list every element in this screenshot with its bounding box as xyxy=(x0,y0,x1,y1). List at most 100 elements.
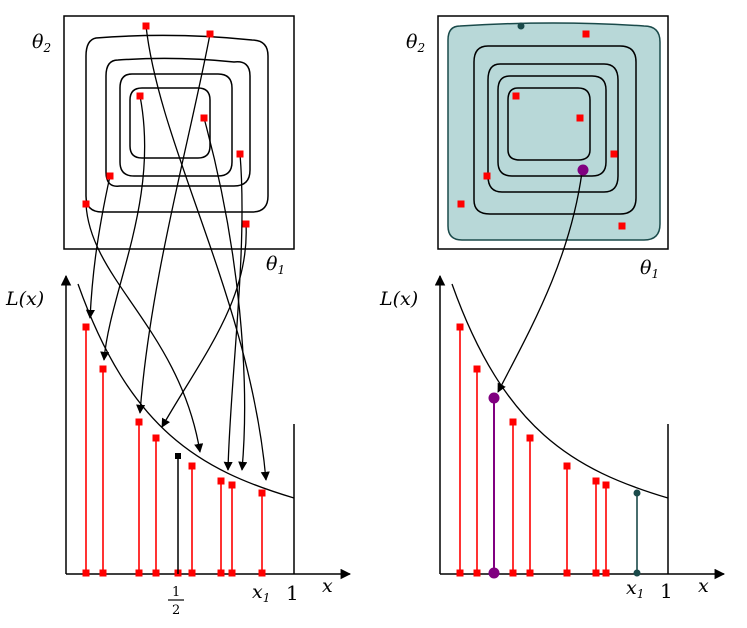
right-axes xyxy=(434,274,726,580)
right-curve-point-7 xyxy=(602,481,610,489)
left-L-axis-label: L(x) xyxy=(5,288,44,310)
left-base-point-4 xyxy=(152,569,160,577)
left-arrow-6 xyxy=(223,153,243,471)
left-sample-7 xyxy=(82,200,90,208)
right-base-point-3 xyxy=(509,569,517,577)
left-contour-4 xyxy=(129,87,211,159)
right-base-point-7 xyxy=(602,569,610,577)
left-curve-point-1 xyxy=(82,323,90,331)
right-x1-base-point xyxy=(633,569,641,577)
right-curve-point-6 xyxy=(592,477,600,485)
right-sample-5 xyxy=(483,172,491,180)
right-boundary-point xyxy=(517,22,525,30)
right-theta1-label: θ1 xyxy=(640,257,659,281)
right-sample-7 xyxy=(618,222,626,230)
left-sample-points xyxy=(82,22,250,228)
left-base-point-2 xyxy=(99,569,107,577)
left-one-label: 1 xyxy=(286,581,299,605)
right-theta2-label: θ2 xyxy=(406,31,425,55)
right-highlight-base-point xyxy=(488,567,500,579)
right-curve-point-3 xyxy=(509,418,517,426)
right-sample-1 xyxy=(582,30,590,38)
right-stems xyxy=(456,323,641,579)
right-L-axis-label: L(x) xyxy=(379,288,418,310)
right-mapping-arrow xyxy=(497,171,583,393)
left-x1-label: x1 xyxy=(252,581,270,605)
right-one-label: 1 xyxy=(660,579,673,603)
left-arrow-3 xyxy=(100,95,146,361)
left-curve-point-6 xyxy=(217,477,225,485)
right-sample-6 xyxy=(457,200,465,208)
right-panel: θ2 θ1 L(x) x x1 1 xyxy=(379,15,726,603)
left-curve-point-4 xyxy=(152,434,160,442)
right-contour-2 xyxy=(487,63,619,193)
right-curve-point-4 xyxy=(526,434,534,442)
left-arrow-8 xyxy=(161,223,247,428)
left-sample-2 xyxy=(206,30,214,38)
right-likelihood-contours xyxy=(473,45,637,215)
left-base-point-5 xyxy=(188,569,196,577)
left-stems xyxy=(82,323,266,577)
left-sample-3 xyxy=(136,92,144,100)
left-axes xyxy=(60,274,352,580)
right-x-axis-label: x xyxy=(698,575,709,597)
right-contour-3 xyxy=(497,75,607,177)
right-base-point-2 xyxy=(473,569,481,577)
left-base-point-7 xyxy=(228,569,236,577)
svg-text:2: 2 xyxy=(172,603,180,618)
left-curve-point-2 xyxy=(99,365,107,373)
right-curve-point-2 xyxy=(473,365,481,373)
right-highlight-curve-point xyxy=(488,392,500,404)
right-x1-curve-point xyxy=(633,489,641,497)
left-x-axis-label: x xyxy=(322,575,333,597)
left-curve-point-3 xyxy=(135,418,143,426)
left-curve-point-8 xyxy=(258,489,266,497)
right-contour-1 xyxy=(473,45,637,215)
left-arrow-2 xyxy=(136,33,211,414)
left-curve-point-7 xyxy=(228,481,236,489)
right-base-point-5 xyxy=(563,569,571,577)
right-base-point-4 xyxy=(526,569,534,577)
left-prior-box xyxy=(63,15,295,250)
left-curve-point-5 xyxy=(188,462,196,470)
left-arrow-7 xyxy=(85,203,204,453)
right-likelihood-curve xyxy=(451,283,669,499)
left-contour-2 xyxy=(105,57,251,187)
left-base-point-6 xyxy=(217,569,225,577)
right-x1-label: x1 xyxy=(626,577,644,601)
left-sample-8 xyxy=(242,220,250,228)
left-sample-5 xyxy=(106,172,114,180)
left-likelihood-curve xyxy=(77,283,295,499)
right-sample-points xyxy=(457,22,626,230)
left-base-point-3 xyxy=(135,569,143,577)
left-half-label: 1 2 xyxy=(168,585,184,618)
left-base-point-1 xyxy=(82,569,90,577)
left-arrow-5 xyxy=(85,175,111,319)
right-curve-point-1 xyxy=(456,323,464,331)
left-arrow-1 xyxy=(145,25,270,481)
left-sample-6 xyxy=(236,150,244,158)
right-sample-2 xyxy=(512,92,520,100)
right-prior-box xyxy=(437,15,669,250)
left-arrow-4 xyxy=(203,117,248,471)
right-base-point-6 xyxy=(592,569,600,577)
left-panel: θ2 θ1 L(x) x x1 1 1 2 xyxy=(5,15,352,618)
right-worst-point xyxy=(577,164,589,176)
right-contour-4 xyxy=(507,87,591,161)
left-contour-1 xyxy=(85,34,269,213)
svg-text:1: 1 xyxy=(172,585,180,600)
left-theta2-label: θ2 xyxy=(32,31,51,55)
right-sample-4 xyxy=(610,150,618,158)
left-half-point xyxy=(175,453,181,459)
left-theta1-label: θ1 xyxy=(266,253,285,277)
right-constrained-region xyxy=(447,22,661,241)
left-sample-4 xyxy=(200,114,208,122)
left-sample-1 xyxy=(142,22,150,30)
right-sample-3 xyxy=(576,114,584,122)
left-mapping-arrows xyxy=(85,25,270,481)
right-base-point-1 xyxy=(456,569,464,577)
left-base-point-8 xyxy=(258,569,266,577)
right-curve-point-5 xyxy=(563,462,571,470)
